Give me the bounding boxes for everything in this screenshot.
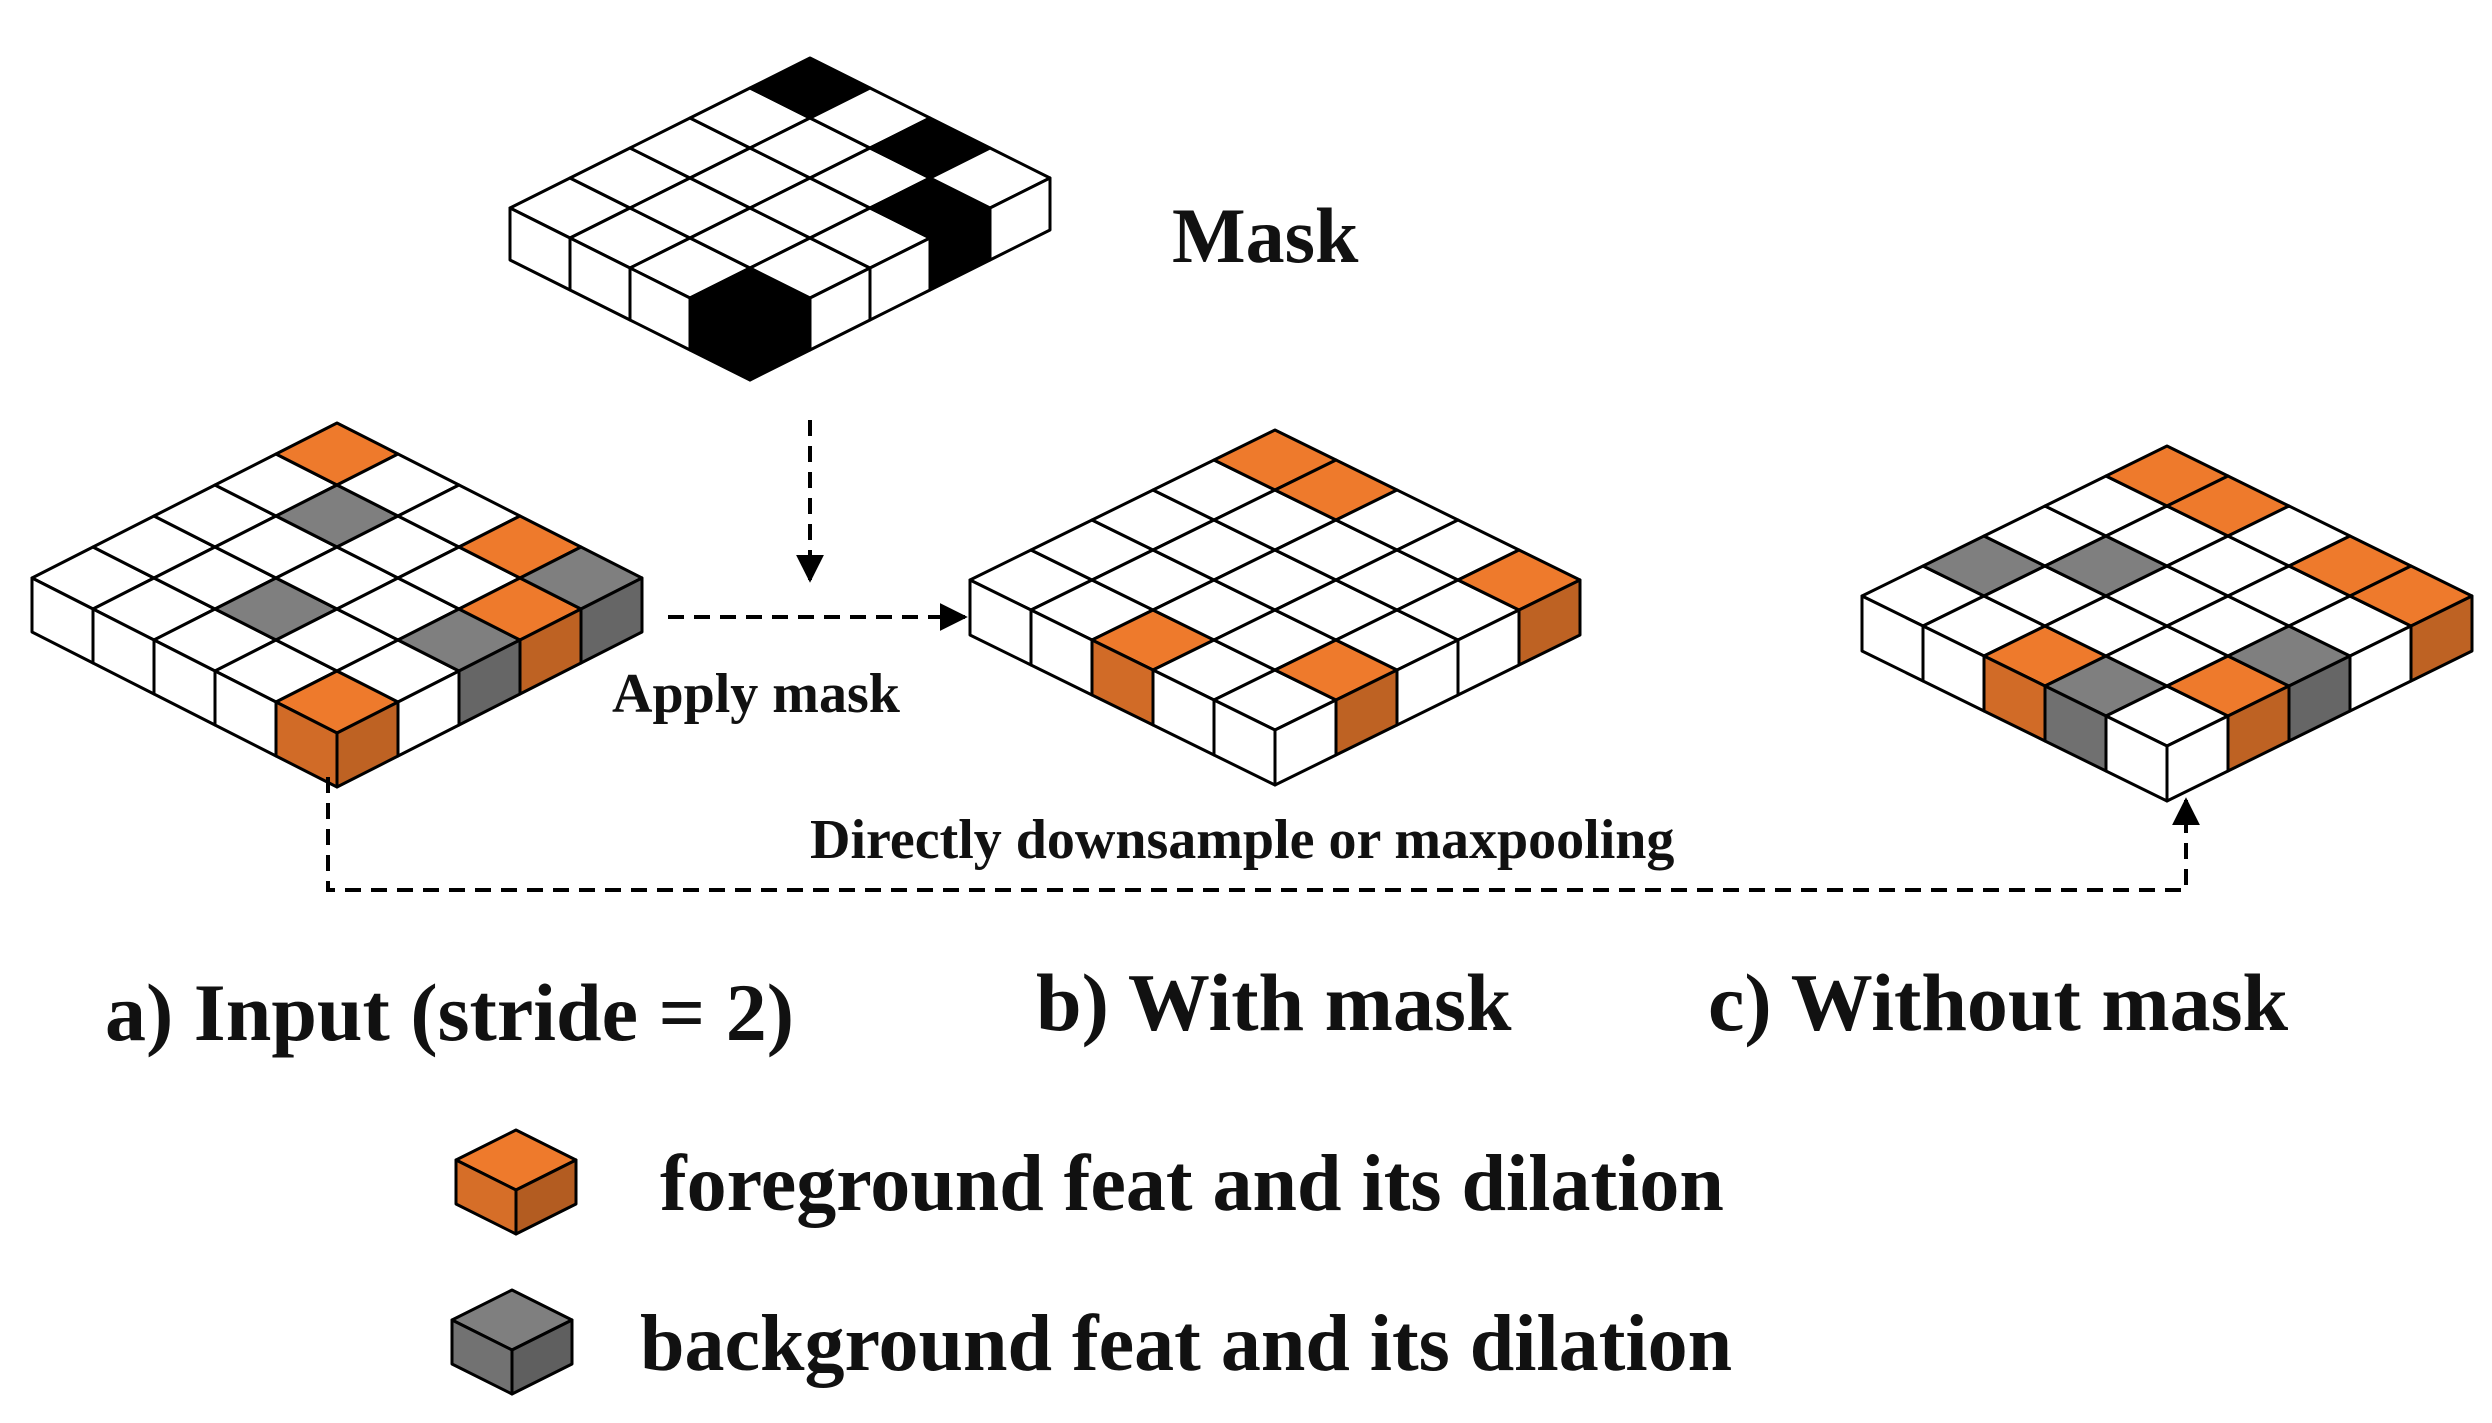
mask-title: Mask bbox=[1172, 192, 1359, 279]
cell-front-background bbox=[579, 576, 644, 665]
input-grid bbox=[30, 421, 644, 789]
without-mask-grid bbox=[1860, 444, 2474, 803]
cell-front-foreground bbox=[1517, 578, 1582, 667]
legend-foreground-label: foreground feat and its dilation bbox=[660, 1140, 1724, 1228]
cell-front-empty bbox=[988, 176, 1052, 262]
swatch-right bbox=[510, 1318, 574, 1396]
foreground-swatch-icon bbox=[454, 1128, 578, 1236]
legend: foreground feat and its dilation backgro… bbox=[450, 1128, 1732, 1396]
with-mask-grid bbox=[968, 428, 1582, 787]
apply-mask-label: Apply mask bbox=[612, 663, 901, 725]
downsample-arrow bbox=[326, 777, 2200, 892]
swatch-right bbox=[514, 1158, 578, 1236]
cell-front-foreground bbox=[2409, 594, 2474, 683]
mask-grid bbox=[508, 56, 1052, 382]
legend-background-label: background feat and its dilation bbox=[640, 1300, 1732, 1388]
downsample-label: Directly downsample or maxpooling bbox=[810, 809, 1674, 871]
caption-input: a) Input (stride = 2) bbox=[105, 967, 794, 1058]
background-swatch-icon bbox=[450, 1288, 574, 1396]
caption-with-mask: b) With mask bbox=[1036, 957, 1512, 1048]
caption-without-mask: c) Without mask bbox=[1708, 957, 2289, 1048]
